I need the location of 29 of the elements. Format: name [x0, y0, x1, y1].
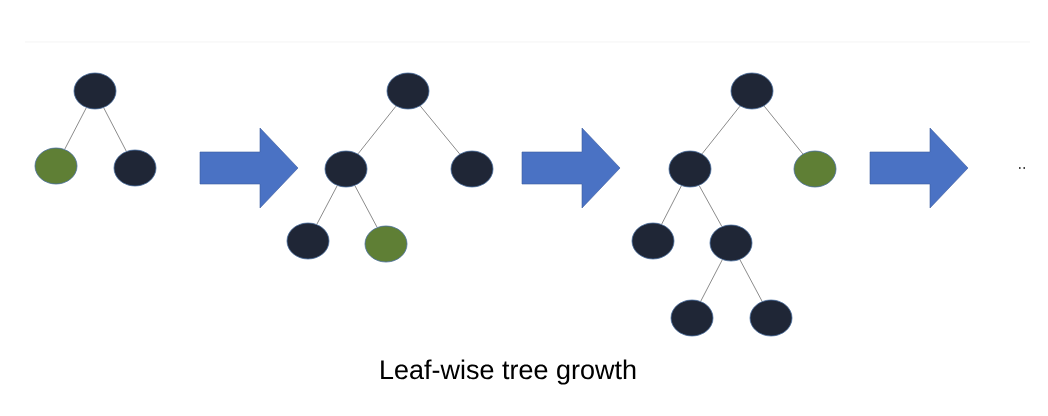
tree-branch	[103, 107, 127, 152]
tree-node	[73, 72, 117, 110]
tree-node	[286, 222, 330, 260]
tree-branch	[763, 105, 804, 155]
tree-branch	[64, 107, 87, 150]
tree-node	[34, 147, 78, 185]
tree-node	[364, 225, 408, 263]
caption: Leaf-wise tree growth	[381, 359, 636, 385]
tree-node	[749, 299, 793, 337]
tree-branch	[357, 105, 397, 155]
tree-node	[793, 150, 837, 188]
tree-node	[324, 150, 368, 188]
tree-branch	[701, 105, 741, 155]
tree-branch	[354, 185, 378, 228]
tree-node	[670, 299, 714, 337]
tree-node	[386, 72, 430, 110]
tree-node	[450, 150, 494, 188]
tree-node	[668, 150, 712, 188]
tree-node	[631, 222, 675, 260]
tree-node	[730, 72, 774, 110]
tree-branch	[661, 185, 682, 225]
tree-node	[709, 224, 753, 262]
tree-branch	[316, 185, 338, 225]
tree-branch	[698, 185, 723, 227]
ellipsis: ..	[1019, 167, 1025, 169]
tree-branch	[420, 105, 461, 155]
tree-node	[113, 149, 157, 187]
tree-branch	[700, 259, 723, 302]
tree-branch	[739, 259, 763, 302]
